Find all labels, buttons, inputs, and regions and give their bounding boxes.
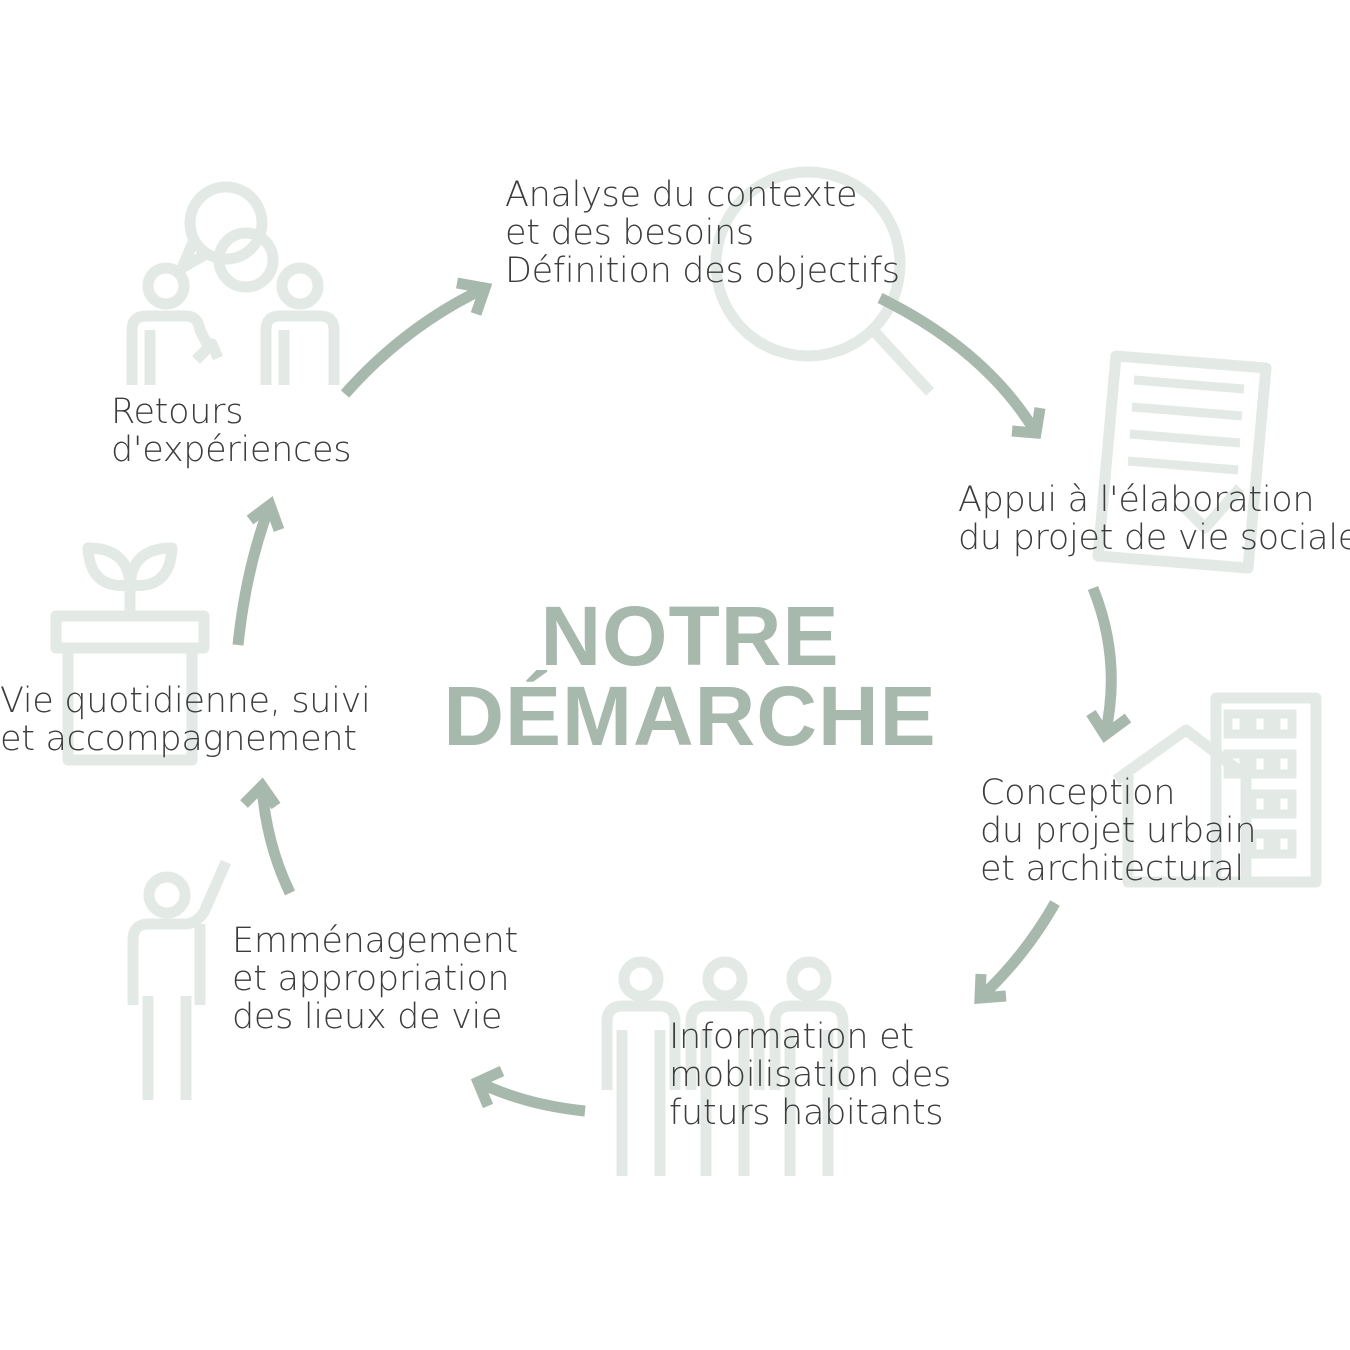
group-of-people-icon [601, 956, 849, 1176]
step-line: Information et [669, 1017, 914, 1057]
step-retours-label: Retours d'expériences [111, 393, 351, 469]
step-line: et accompagnement [0, 719, 357, 759]
cycle-arrow-7 [232, 496, 285, 646]
title-line-1: NOTRE [540, 589, 840, 683]
step-line: Retours [111, 392, 244, 432]
step-analyse-label: Analyse du contexte et des besoins Défin… [505, 176, 900, 290]
step-line: futurs habitants [669, 1093, 944, 1133]
step-line: Conception [980, 773, 1176, 813]
step-vie-label: Vie quotidienne, suivi et accompagnement [0, 681, 371, 759]
title-line-2: DÉMARCHE [443, 669, 937, 763]
step-emmenagement-label: Emménagement et appropriation des lieux … [232, 922, 518, 1036]
step-conception-label: Conception du projet urbain et architect… [980, 773, 1257, 889]
step-line: Appui à l'élaboration [958, 480, 1315, 520]
step-line: et appropriation [232, 959, 510, 999]
step-line: Vie quotidienne, suivi [0, 681, 371, 721]
waving-person-icon [127, 859, 232, 1100]
step-line: des lieux de vie [232, 997, 503, 1037]
step-line: Définition des objectifs [505, 251, 900, 291]
step-line: et des besoins [505, 213, 754, 253]
step-line: d'expériences [111, 430, 352, 470]
cycle-arrow-4 [974, 900, 1060, 1004]
cycle-arrow-6 [240, 777, 295, 896]
document-check-icon [1092, 350, 1272, 574]
cycle-arrow-3 [1086, 585, 1132, 743]
step-appui-label: Appui à l'élaboration du projet de vie s… [958, 481, 1350, 557]
step-information-label: Information et mobilisation des futurs h… [669, 1018, 951, 1132]
step-line: Analyse du contexte [505, 175, 858, 215]
step-line: mobilisation des [669, 1055, 951, 1095]
plant-pot-icon [50, 542, 210, 766]
step-line: Emménagement [232, 921, 518, 961]
step-line: du projet urbain [980, 811, 1257, 851]
cycle-arrow-5 [470, 1066, 586, 1117]
step-line: du projet de vie sociale [958, 518, 1350, 558]
cycle-arrow-1 [340, 277, 493, 398]
conversation-people-icon [126, 181, 340, 385]
cycle-arrow-2 [877, 293, 1046, 439]
magnifier-icon [710, 166, 935, 396]
house-building-icon [1112, 692, 1322, 888]
step-line: et architectural [980, 849, 1244, 889]
diagram-title: NOTRE DÉMARCHE [440, 589, 940, 763]
